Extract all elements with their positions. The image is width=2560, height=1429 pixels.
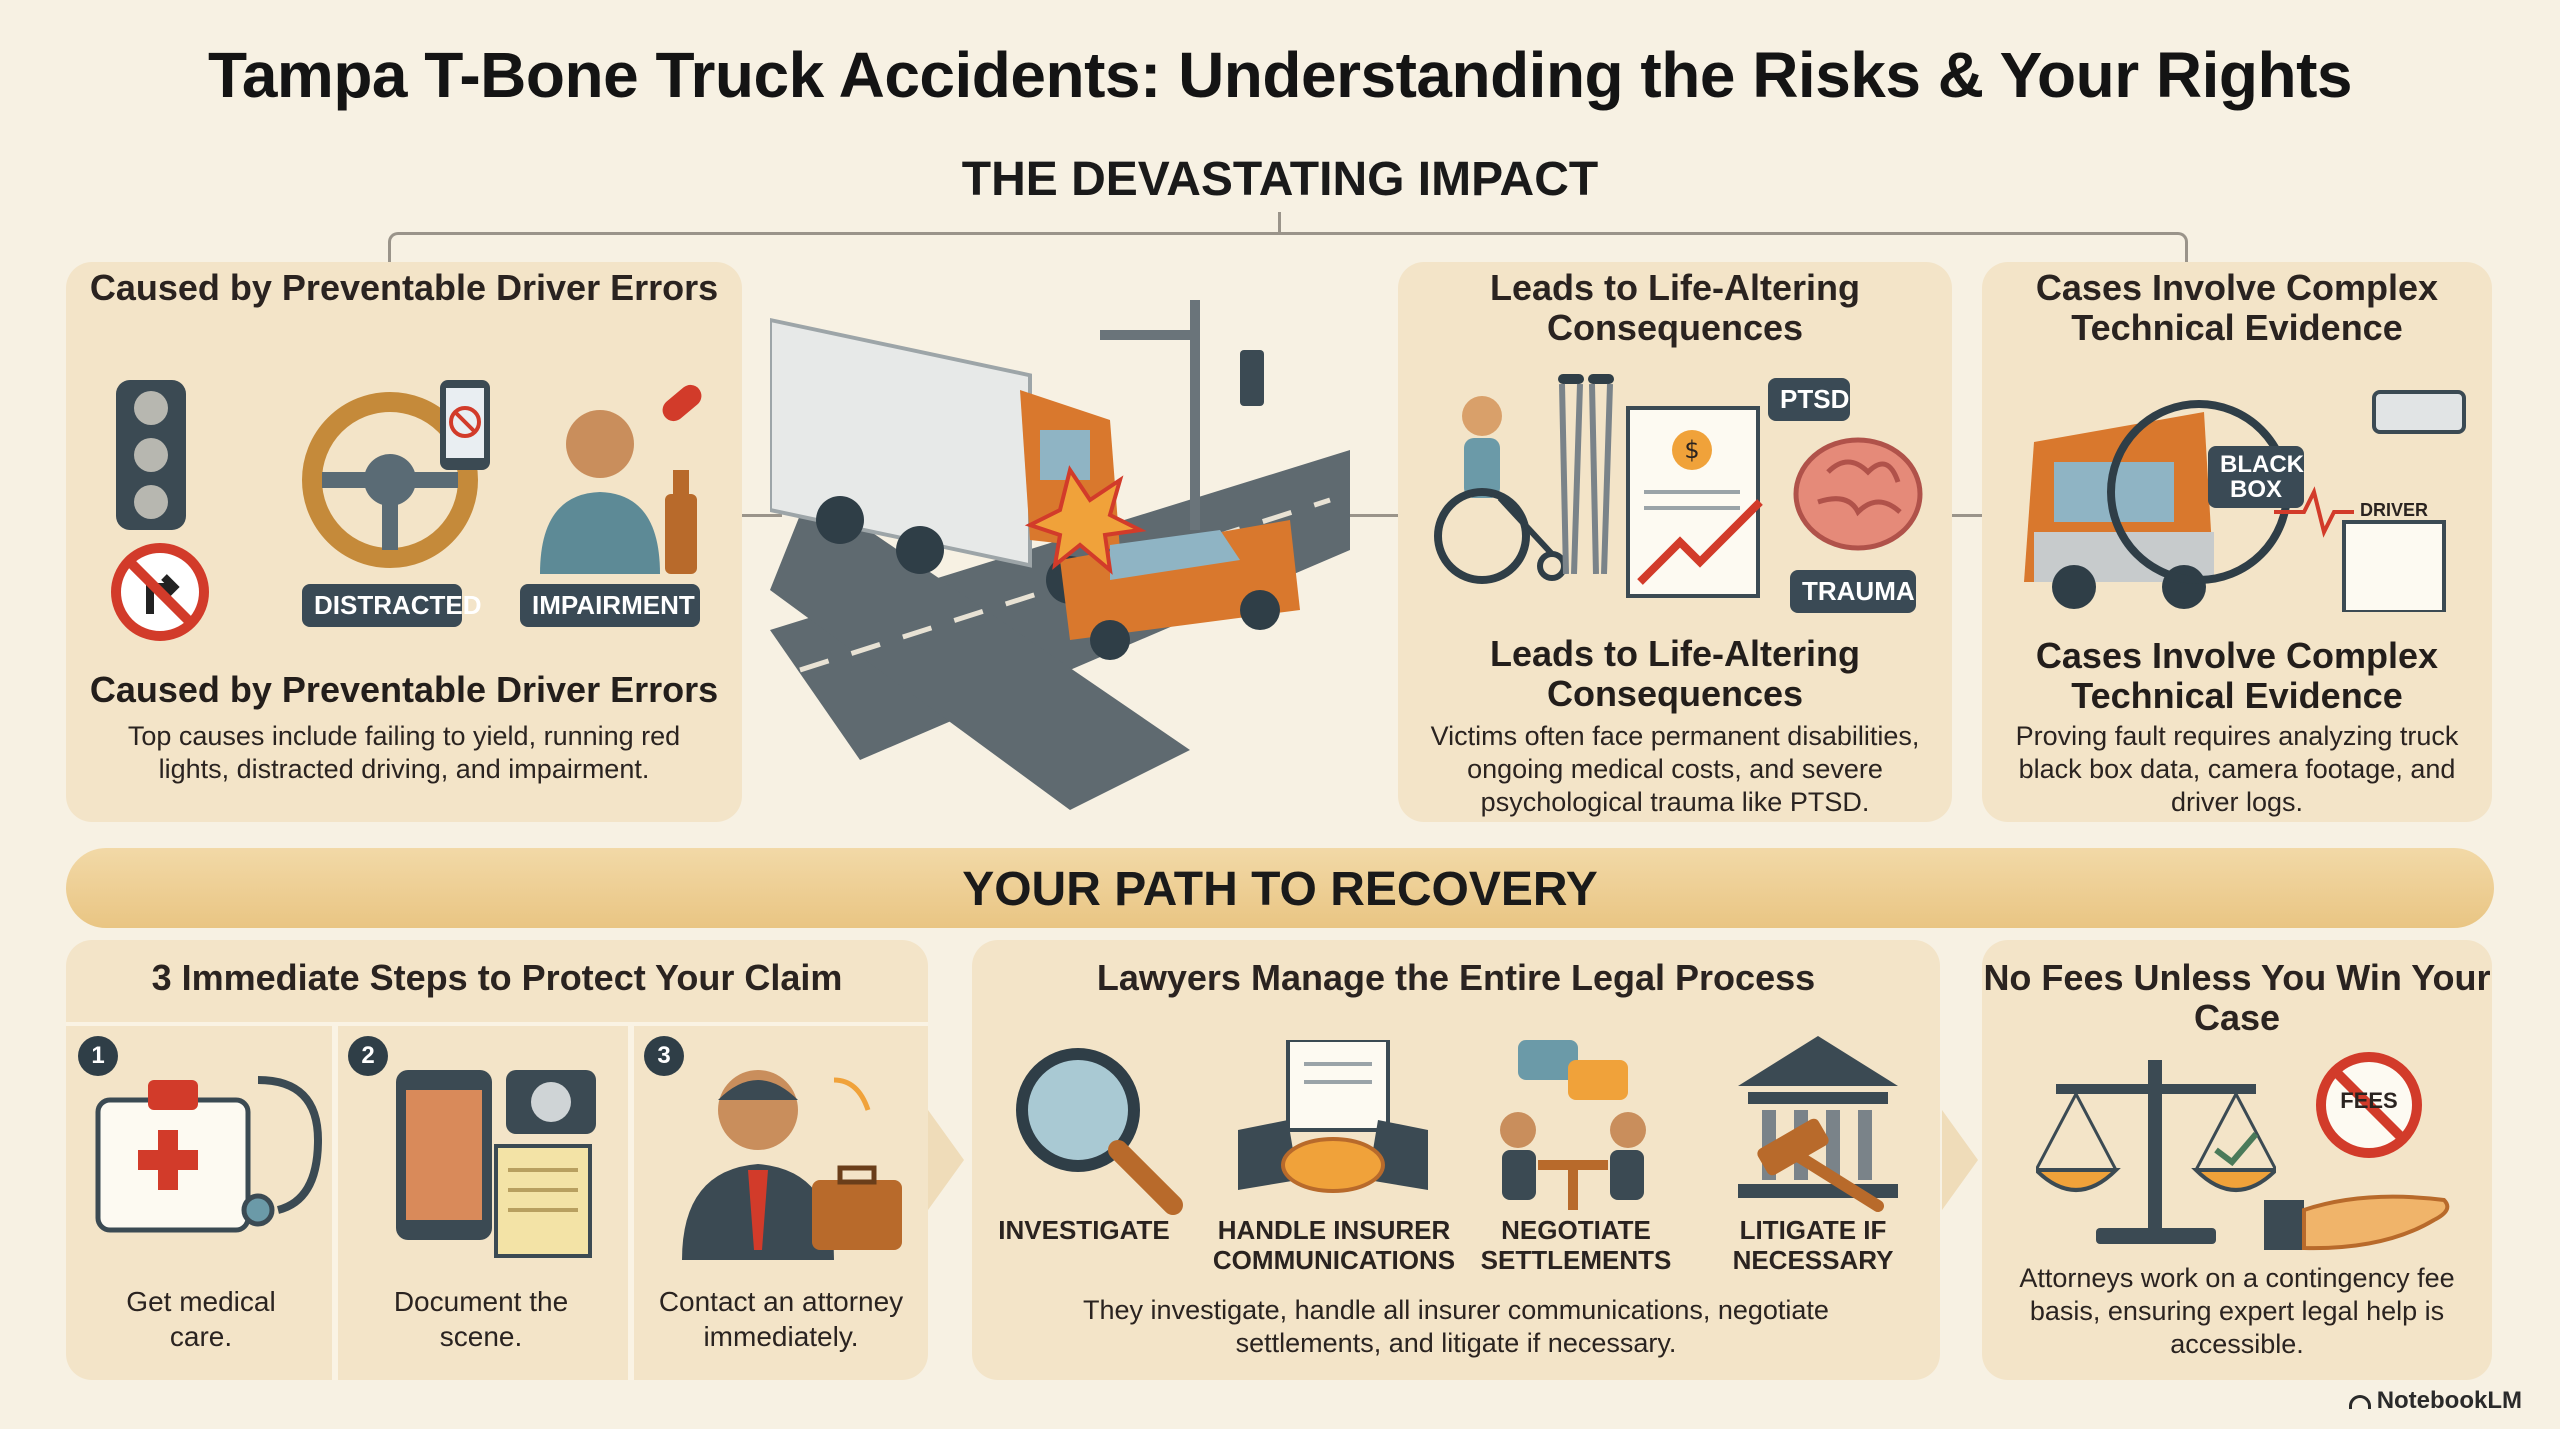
impact-heading: THE DEVASTATING IMPACT	[961, 153, 1599, 206]
process-body: They investigate, handle all insurer com…	[1083, 1295, 1829, 1358]
distracted-tag: DISTRACTED	[302, 584, 482, 627]
steps-divider-h	[66, 1022, 928, 1026]
steps-card-title: 3 Immediate Steps to Protect Your Claim	[151, 957, 843, 998]
scales-of-justice-icon	[2036, 1060, 2276, 1244]
process-litigate-label: LITIGATE IF NECESSARY	[1732, 1215, 1894, 1275]
open-hand-icon	[2264, 1194, 2450, 1251]
evidence-body: Proving fault requires analyzing truck b…	[2015, 721, 2459, 817]
step-1-number: 1	[78, 1036, 118, 1076]
connector-left	[742, 514, 782, 517]
attorney-icon	[682, 1070, 902, 1260]
arrow-chevron-2	[1942, 1110, 1978, 1210]
svg-text:$: $	[1684, 436, 1699, 464]
process-negotiate-label: NEGOTIATE SETTLEMENTS	[1480, 1215, 1672, 1275]
recovery-heading: YOUR PATH TO RECOVERY	[962, 863, 1598, 916]
step-1-label: Get medical care.	[126, 1286, 276, 1352]
consequences-card: Leads to Life-Altering Consequences $ PT…	[1398, 262, 1952, 822]
no-turn-sign-icon	[111, 543, 209, 641]
consequences-subtitle: Leads to Life-Altering Consequences	[1489, 633, 1861, 715]
truck-crash-illustration	[770, 300, 1350, 810]
impact-connector-mid	[1278, 212, 1281, 234]
evidence-subtitle: Cases Involve Complex Technical Evidence	[2035, 635, 2439, 717]
arrow-chevron-1	[928, 1110, 964, 1210]
courthouse-gavel-icon	[1738, 1036, 1898, 1212]
process-handle-insurer-label: HANDLE INSURER COMMUNICATIONS	[1212, 1215, 1456, 1275]
causes-body: Top causes include failing to yield, run…	[127, 721, 681, 784]
causes-subtitle: Caused by Preventable Driver Errors	[89, 669, 719, 710]
steps-divider-1	[332, 1022, 338, 1380]
step-3-label: Contact an attorney immediately.	[658, 1286, 904, 1352]
consequences-body: Victims often face permanent disabilitie…	[1430, 721, 1920, 817]
steps-divider-2	[628, 1022, 634, 1380]
recovery-banner	[66, 848, 2494, 928]
medical-bill-chart-icon: $	[1626, 406, 1763, 598]
process-card-title: Lawyers Manage the Entire Legal Process	[1096, 957, 1816, 998]
ptsd-tag: PTSD	[1768, 378, 1850, 421]
impact-connector	[388, 232, 2188, 262]
negotiation-icon	[1500, 1040, 1646, 1210]
truck-evidence-icon	[2024, 390, 2466, 612]
handshake-icon	[1238, 1040, 1428, 1193]
fees-card-title: No Fees Unless You Win Your Case	[1983, 957, 2491, 1039]
no-fees-sign-icon	[2316, 1052, 2422, 1158]
fees-body: Attorneys work on a contingency fee basi…	[2019, 1263, 2455, 1359]
step-3-number: 3	[644, 1036, 684, 1076]
medical-kit-icon	[95, 1076, 323, 1233]
magnifier-icon	[1016, 1048, 1183, 1215]
phone-camera-notes-icon	[396, 1070, 596, 1258]
trauma-tag: TRAUMA	[1790, 570, 1916, 613]
page-title: Tampa T-Bone Truck Accidents: Understand…	[207, 39, 2353, 111]
consequences-card-title: Leads to Life-Altering Consequences	[1489, 267, 1861, 349]
traffic-light-icon	[116, 380, 186, 530]
causes-card: Caused by Preventable Driver Errors DIST…	[66, 262, 742, 822]
brain-icon	[1793, 437, 1923, 551]
process-card: Lawyers Manage the Entire Legal Process …	[972, 940, 1940, 1380]
steering-wheel-icon	[302, 380, 490, 568]
wheelchair-icon	[1434, 396, 1567, 584]
impaired-person-icon	[540, 384, 702, 574]
causes-card-title: Caused by Preventable Driver Errors	[89, 267, 719, 308]
notebooklm-logo-icon	[2348, 1394, 2371, 1409]
evidence-card: Cases Involve Complex Technical Evidence…	[1982, 262, 2492, 822]
steps-card: 3 Immediate Steps to Protect Your Claim …	[66, 940, 928, 1380]
step-2-number: 2	[348, 1036, 388, 1076]
process-investigate-label: INVESTIGATE	[998, 1215, 1170, 1245]
notebooklm-watermark: NotebookLM	[2348, 1387, 2522, 1415]
evidence-card-title: Cases Involve Complex Technical Evidence	[2035, 267, 2439, 349]
impairment-tag: IMPAIRMENT	[520, 584, 700, 627]
fees-sign-text: FEES	[2340, 1088, 2398, 1113]
driver-log-label: DRIVER	[2359, 500, 2428, 520]
footer-text: NotebookLM	[2376, 1387, 2522, 1414]
connector-right2	[1952, 514, 1982, 517]
black-box-tag: BLACK BOX	[2208, 446, 2304, 509]
step-2-label: Document the scene.	[393, 1286, 569, 1352]
fees-card: No Fees Unless You Win Your Case FEES At…	[1982, 940, 2492, 1380]
crutches-icon	[1558, 374, 1614, 574]
connector-right	[1336, 514, 1398, 517]
